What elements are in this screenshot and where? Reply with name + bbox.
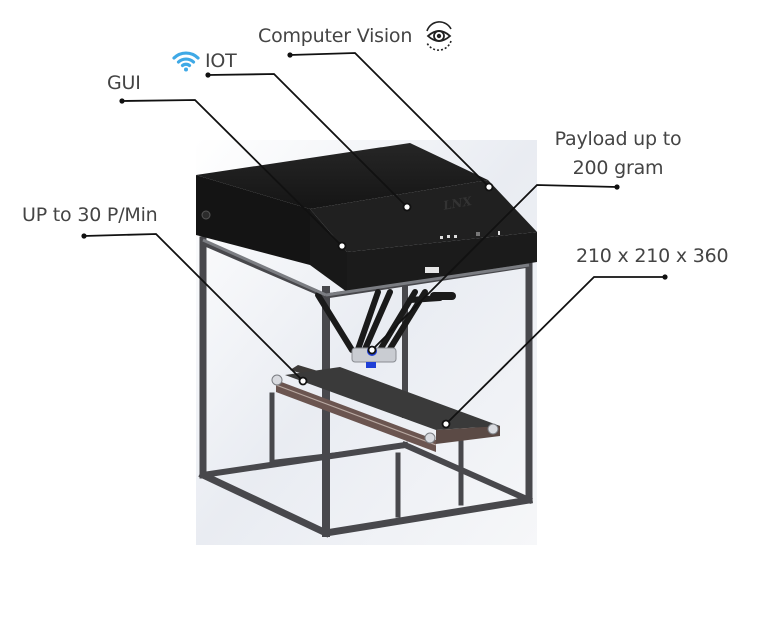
callout-payload-line1: Payload up to bbox=[554, 128, 682, 150]
leader-gui bbox=[121, 99, 343, 247]
aluminium-frame bbox=[198, 236, 534, 538]
leader-iot bbox=[207, 73, 408, 208]
conveyor bbox=[271, 365, 500, 452]
eye-rotate-icon bbox=[426, 21, 452, 51]
leader-computer-vision bbox=[289, 52, 490, 188]
leader-speed bbox=[83, 233, 304, 382]
callout-speed: UP to 30 P/Min bbox=[22, 204, 158, 226]
callout-iot: IOT bbox=[205, 50, 237, 72]
callout-gui: GUI bbox=[107, 72, 141, 94]
leader-lines bbox=[83, 52, 665, 425]
motor-arm bbox=[430, 292, 456, 300]
leader-payload bbox=[371, 184, 618, 351]
callout-payload-line2: 200 gram bbox=[572, 157, 664, 179]
wifi-icon bbox=[172, 51, 200, 72]
callout-computer-vision: Computer Vision bbox=[258, 25, 413, 47]
brand-logo: LNX bbox=[441, 194, 473, 213]
leader-start-dots bbox=[81, 52, 668, 280]
enclosure bbox=[196, 143, 537, 297]
leader-end-markers bbox=[298, 182, 494, 429]
leader-dimensions bbox=[445, 276, 665, 425]
callout-dimensions: 210 x 210 x 360 bbox=[576, 245, 729, 267]
